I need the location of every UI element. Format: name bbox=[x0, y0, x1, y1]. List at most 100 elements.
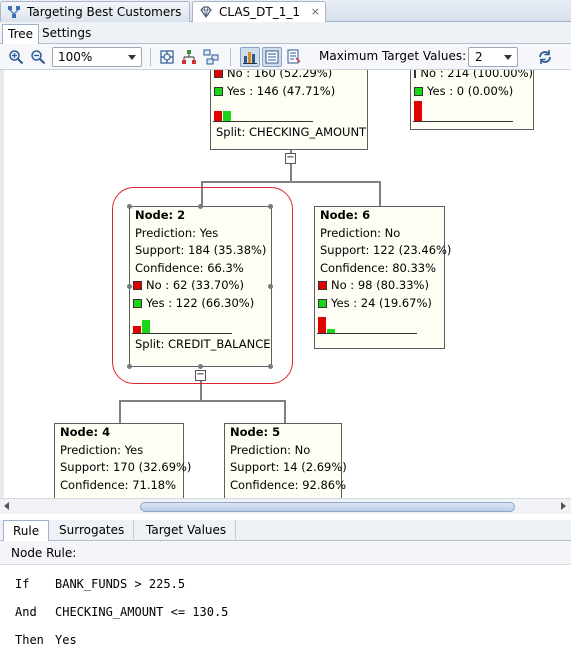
no-swatch bbox=[214, 70, 223, 79]
model-diamond-icon bbox=[199, 5, 213, 19]
histogram-bar-no bbox=[133, 326, 141, 333]
tab-settings[interactable]: Settings bbox=[42, 26, 92, 40]
tree-node-2[interactable]: Node: 2 Prediction: Yes Support: 184 (35… bbox=[129, 206, 272, 367]
tree-node-right[interactable]: No : 214 (100.00%) Yes : 0 (0.00%) bbox=[410, 70, 534, 130]
show-rule-icon[interactable] bbox=[284, 47, 304, 67]
node-support: Support: 14 (2.69%) bbox=[230, 460, 347, 474]
node-prediction: Prediction: No bbox=[320, 225, 401, 240]
tab-tree[interactable]: Tree bbox=[2, 24, 40, 44]
node-confidence: Confidence: 80.33% bbox=[320, 260, 437, 275]
legend-yes-text: Yes : 122 (66.30%) bbox=[146, 295, 255, 310]
node-support: Support: 170 (32.69%) bbox=[60, 460, 192, 474]
scrollbar-thumb[interactable] bbox=[140, 502, 515, 512]
tree-layout-icon[interactable] bbox=[179, 47, 199, 67]
node-legend-yes: Yes : 24 (19.67%) bbox=[315, 295, 444, 313]
node-legend-no: No : 98 (80.33%) bbox=[315, 277, 444, 295]
resize-handle[interactable] bbox=[127, 364, 132, 369]
tab-label: CLAS_DT_1_1 bbox=[219, 5, 301, 19]
node-legend-yes: Yes : 122 (66.30%) bbox=[130, 295, 271, 313]
chevron-down-icon bbox=[128, 55, 136, 60]
histogram-axis bbox=[317, 333, 417, 334]
selection-outline bbox=[112, 187, 293, 384]
zoom-in-icon[interactable] bbox=[6, 47, 26, 67]
resize-handle[interactable] bbox=[198, 364, 203, 369]
legend-yes-text: Yes : 0 (0.00%) bbox=[427, 83, 514, 98]
collapse-toggle[interactable]: − bbox=[195, 369, 206, 381]
yes-swatch bbox=[214, 86, 223, 96]
tree-edge bbox=[379, 181, 381, 206]
node-histogram bbox=[315, 312, 444, 336]
expand-tree-icon[interactable] bbox=[201, 47, 221, 67]
rule-condition: BANK_FUNDS > 225.5 bbox=[55, 577, 186, 591]
resize-handle[interactable] bbox=[127, 284, 132, 289]
tree-edge bbox=[200, 381, 202, 401]
resize-handle[interactable] bbox=[268, 364, 273, 369]
tree-node-root[interactable]: No : 160 (52.29%) Yes : 146 (47.71%) Spl… bbox=[210, 70, 368, 150]
histogram-axis bbox=[213, 121, 313, 122]
tree-edge bbox=[284, 400, 286, 423]
legend-no-text: No : 160 (52.29%) bbox=[227, 70, 333, 80]
node-legend-no: No : 214 (100.00%) bbox=[411, 70, 533, 83]
histogram-bar-no bbox=[318, 317, 326, 333]
max-target-values-select[interactable]: 2 bbox=[468, 47, 518, 67]
scroll-left-icon[interactable] bbox=[4, 502, 9, 510]
tree-edge bbox=[119, 400, 121, 423]
zoom-out-icon[interactable] bbox=[28, 47, 48, 67]
tree-edge bbox=[119, 400, 286, 402]
resize-handle[interactable] bbox=[198, 204, 203, 209]
resize-handle[interactable] bbox=[268, 204, 273, 209]
histogram-bar-yes bbox=[327, 329, 335, 333]
resize-handle[interactable] bbox=[268, 284, 273, 289]
legend-no-text: No : 98 (80.33%) bbox=[331, 278, 429, 292]
horizontal-scrollbar[interactable] bbox=[0, 498, 571, 514]
view-tab-bar: Tree Settings bbox=[0, 22, 571, 44]
legend-no-text: No : 62 (33.70%) bbox=[146, 278, 244, 292]
tab-clas-dt-1-1[interactable]: CLAS_DT_1_1 × bbox=[192, 1, 326, 23]
node-title: Node: 5 bbox=[230, 425, 281, 439]
histogram-bar-no bbox=[214, 111, 222, 121]
node-confidence: Confidence: 92.86% bbox=[230, 477, 347, 492]
node-confidence: Confidence: 71.18% bbox=[60, 477, 177, 492]
fit-to-window-icon[interactable] bbox=[157, 47, 177, 67]
toolbar-divider bbox=[230, 48, 231, 66]
tab-targeting-best-customers[interactable]: Targeting Best Customers bbox=[0, 1, 190, 22]
histogram-bar-yes bbox=[142, 320, 150, 333]
legend-yes-text: Yes : 146 (47.71%) bbox=[227, 83, 336, 98]
zoom-value: 100% bbox=[58, 50, 93, 64]
histogram-axis bbox=[413, 121, 513, 122]
rule-keyword: Then bbox=[15, 633, 44, 647]
resize-handle[interactable] bbox=[127, 204, 132, 209]
tree-edge bbox=[290, 149, 292, 182]
close-icon[interactable]: × bbox=[310, 5, 320, 18]
rule-keyword: And bbox=[15, 605, 37, 619]
tab-rule[interactable]: Rule bbox=[3, 520, 50, 541]
node-prediction: Prediction: Yes bbox=[135, 225, 219, 240]
document-tab-bar: Targeting Best Customers CLAS_DT_1_1 × bbox=[0, 0, 571, 23]
tree-node-4[interactable]: Node: 4 Prediction: Yes Support: 170 (32… bbox=[54, 423, 192, 498]
zoom-select[interactable]: 100% bbox=[52, 47, 142, 67]
collapse-toggle[interactable]: − bbox=[285, 152, 296, 164]
scroll-right-icon[interactable] bbox=[561, 502, 566, 510]
no-swatch bbox=[318, 281, 327, 291]
node-legend-no: No : 62 (33.70%) bbox=[130, 277, 271, 295]
tree-node-6[interactable]: Node: 6 Prediction: No Support: 122 (23.… bbox=[314, 206, 452, 349]
yes-swatch bbox=[318, 298, 327, 308]
refresh-icon[interactable] bbox=[535, 47, 555, 67]
tree-canvas[interactable]: No : 160 (52.29%) Yes : 146 (47.71%) Spl… bbox=[0, 70, 571, 498]
histogram-axis bbox=[132, 333, 232, 334]
tab-target-values[interactable]: Target Values bbox=[137, 520, 237, 541]
node-legend-yes: Yes : 146 (47.71%) bbox=[211, 83, 367, 101]
show-histogram-icon[interactable] bbox=[240, 47, 260, 67]
tab-surrogates[interactable]: Surrogates bbox=[50, 520, 135, 541]
node-support: Support: 122 (23.46%) bbox=[320, 243, 452, 257]
tree-edge bbox=[201, 181, 203, 206]
tree-edge bbox=[201, 181, 381, 183]
chevron-down-icon bbox=[504, 55, 512, 60]
tree-node-5[interactable]: Node: 5 Prediction: No Support: 14 (2.69… bbox=[224, 423, 347, 498]
show-details-icon[interactable] bbox=[262, 47, 282, 67]
yes-swatch bbox=[414, 86, 423, 96]
node-histogram bbox=[211, 100, 367, 124]
